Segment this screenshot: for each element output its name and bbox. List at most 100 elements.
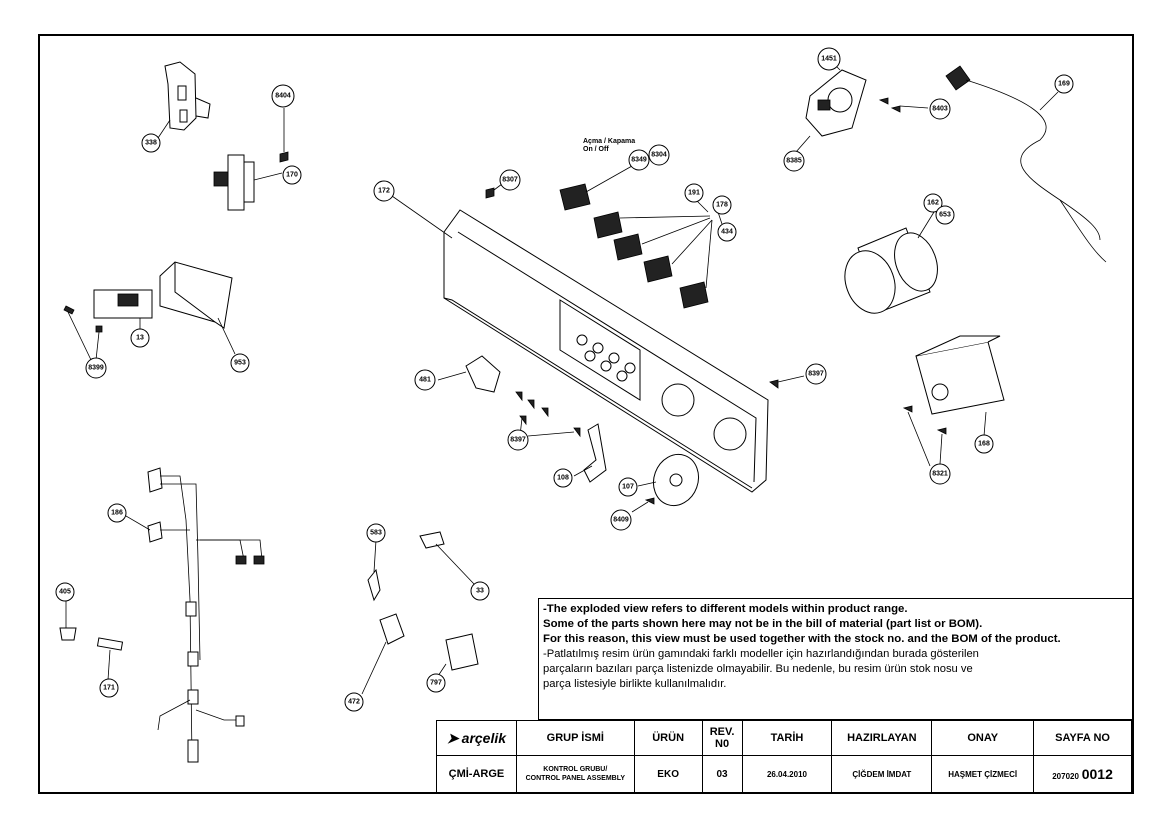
note-tr-3: parça listesiyle birlikte kullanılmalıdı… xyxy=(543,678,727,690)
svg-text:191: 191 xyxy=(688,190,700,197)
callout-481: 481 xyxy=(414,369,436,391)
company-logo: ➤ arçelik xyxy=(436,720,517,756)
title-block: ➤ arçelik GRUP İSMİ ÜRÜN REV. N0 TARİH H… xyxy=(436,720,1132,793)
callout-13: 13 xyxy=(130,328,150,348)
approved-value: HAŞMET ÇİZMECİ xyxy=(931,755,1035,793)
header-rev: REV. N0 xyxy=(701,720,743,756)
callout-162: 162 xyxy=(923,193,943,213)
header-product: ÜRÜN xyxy=(633,720,703,756)
rev-value: 03 xyxy=(701,755,743,793)
svg-text:797: 797 xyxy=(430,680,442,687)
callout-8397-left: 8397 xyxy=(507,429,529,451)
callout-472: 472 xyxy=(344,692,364,712)
svg-text:583: 583 xyxy=(370,530,382,537)
svg-text:405: 405 xyxy=(59,589,71,596)
callout-8404: 8404 xyxy=(271,84,295,108)
svg-text:472: 472 xyxy=(348,699,360,706)
svg-text:171: 171 xyxy=(103,685,115,692)
part-13-953 xyxy=(63,261,236,363)
svg-text:1451: 1451 xyxy=(821,56,837,63)
part-8397-screw xyxy=(769,375,805,389)
page-prefix: 207020 xyxy=(1052,772,1079,781)
part-172-control-panel xyxy=(391,195,769,493)
notes-box: -The exploded view refers to different m… xyxy=(538,598,1132,720)
callout-8385: 8385 xyxy=(783,150,805,172)
group-value: KONTROL GRUBU/ CONTROL PANEL ASSEMBLY xyxy=(515,755,635,793)
header-prepared: HAZIRLAYAN xyxy=(831,720,933,756)
part-169-cable xyxy=(945,65,1107,263)
svg-text:8349: 8349 xyxy=(631,157,647,164)
part-170-switch xyxy=(213,108,289,211)
part-162-cylinder xyxy=(844,211,938,314)
svg-text:8404: 8404 xyxy=(275,93,291,100)
callout-186: 186 xyxy=(107,503,127,523)
on-off-label-line2: On / Off xyxy=(583,146,609,153)
svg-text:653: 653 xyxy=(939,212,951,219)
svg-text:186: 186 xyxy=(111,510,123,517)
header-group: GRUP İSMİ xyxy=(515,720,635,756)
callout-583: 583 xyxy=(366,523,386,543)
callout-108: 108 xyxy=(553,468,573,488)
on-off-label-line1: Açma / Kapama xyxy=(583,138,635,145)
drawing-frame xyxy=(38,34,1134,794)
svg-text:178: 178 xyxy=(716,202,728,209)
note-en-3: For this reason, this view must be used … xyxy=(543,633,1061,645)
callout-953: 953 xyxy=(230,353,250,373)
page-value: 207020 0012 xyxy=(1033,755,1132,793)
svg-text:107: 107 xyxy=(622,484,634,491)
svg-text:169: 169 xyxy=(1058,81,1070,88)
header-page: SAYFA NO xyxy=(1033,720,1132,756)
svg-text:172: 172 xyxy=(378,188,390,195)
callout-170: 170 xyxy=(282,165,302,185)
callout-405: 405 xyxy=(55,582,75,602)
part-338-bracket xyxy=(157,61,211,139)
svg-text:8385: 8385 xyxy=(786,158,802,165)
svg-text:8307: 8307 xyxy=(502,177,518,184)
svg-text:168: 168 xyxy=(978,441,990,448)
callout-8409: 8409 xyxy=(610,509,632,531)
part-481-108-107 xyxy=(437,355,700,513)
callout-169: 169 xyxy=(1054,74,1074,94)
svg-text:170: 170 xyxy=(286,172,298,179)
dept-value: ÇMİ-ARGE xyxy=(436,755,517,793)
svg-text:434: 434 xyxy=(721,229,733,236)
svg-text:162: 162 xyxy=(927,200,939,207)
svg-text:338: 338 xyxy=(145,140,157,147)
callout-8399: 8399 xyxy=(85,357,107,379)
svg-text:8397: 8397 xyxy=(510,437,526,444)
callout-797: 797 xyxy=(426,673,446,693)
callout-168: 168 xyxy=(974,434,994,454)
svg-text:8403: 8403 xyxy=(932,106,948,113)
callout-8349: 8349 xyxy=(628,149,650,171)
date-value: 26.04.2010 xyxy=(741,755,833,793)
note-en-1: -The exploded view refers to different m… xyxy=(543,603,908,615)
svg-text:8321: 8321 xyxy=(932,471,948,478)
callout-191: 191 xyxy=(684,183,704,203)
part-405-171 xyxy=(59,600,124,681)
svg-text:8304: 8304 xyxy=(651,152,667,159)
callout-33: 33 xyxy=(470,581,490,601)
svg-text:953: 953 xyxy=(234,360,246,367)
callout-171: 171 xyxy=(99,678,119,698)
callout-107: 107 xyxy=(618,477,638,497)
prepared-value: ÇİĞDEM İMDAT xyxy=(831,755,933,793)
svg-text:13: 13 xyxy=(136,335,144,342)
callout-172: 172 xyxy=(373,180,395,202)
header-date: TARİH xyxy=(741,720,833,756)
callout-8397-right: 8397 xyxy=(805,363,827,385)
svg-text:481: 481 xyxy=(419,377,431,384)
svg-text:108: 108 xyxy=(557,475,569,482)
svg-text:8399: 8399 xyxy=(88,365,104,372)
callout-178: 178 xyxy=(712,195,732,215)
svg-text:33: 33 xyxy=(476,588,484,595)
part-168-unit xyxy=(902,335,1005,467)
callout-434: 434 xyxy=(717,222,737,242)
part-1451-assembly xyxy=(795,65,929,153)
group-value-tr: KONTROL GRUBU/ xyxy=(543,766,608,773)
part-186-harness xyxy=(125,467,265,763)
page-number: 0012 xyxy=(1081,766,1113,782)
svg-text:8397: 8397 xyxy=(808,371,824,378)
part-191-switches xyxy=(485,165,723,309)
callout-8403: 8403 xyxy=(929,98,951,120)
